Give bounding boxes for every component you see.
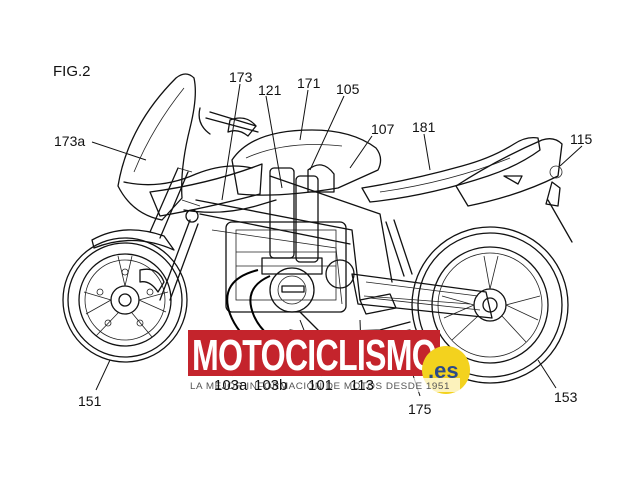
swing-arm <box>351 273 493 319</box>
label-121: 121 <box>258 82 282 98</box>
watermark-tagline: LA MEJOR INFORMACIÓN DE MOTOS DESDE 1951 <box>190 381 450 391</box>
seat <box>361 136 541 203</box>
label-103b: 103b <box>254 377 287 394</box>
rear-shock <box>385 219 413 277</box>
front-wheel <box>62 237 188 363</box>
label-105: 105 <box>336 81 360 97</box>
handlebar <box>198 107 259 137</box>
frame <box>195 175 393 305</box>
watermark: MOTOCICLISMO .es LA MEJOR INFORMACIÓN DE… <box>184 330 470 394</box>
tail-cowl <box>455 138 573 243</box>
front-fairing <box>117 73 277 223</box>
footrest <box>359 293 397 315</box>
watermark-banner <box>188 330 440 376</box>
reference-labels: 173 171 121 105 107 181 115 173a 151 153… <box>54 69 593 417</box>
watermark-tagline-bar <box>184 378 460 392</box>
front-fender <box>91 229 175 251</box>
front-fork <box>149 167 201 301</box>
intake-assembly <box>261 164 335 275</box>
label-173: 173 <box>229 69 253 85</box>
watermark-brand: MOTOCICLISMO <box>192 331 436 380</box>
label-171: 171 <box>297 75 321 91</box>
label-115: 115 <box>570 131 593 147</box>
label-151: 151 <box>78 393 102 409</box>
label-107: 107 <box>371 121 395 137</box>
label-173a: 173a <box>54 133 85 149</box>
label-153: 153 <box>554 389 578 405</box>
label-175: 175 <box>408 401 432 417</box>
label-113: 113 <box>350 377 374 394</box>
fuel-tank <box>231 129 382 196</box>
chain-guard <box>363 295 471 305</box>
figure-title: FIG.2 <box>53 63 91 80</box>
rear-wheel <box>411 226 569 384</box>
label-101: 101 <box>308 377 333 394</box>
label-181: 181 <box>412 119 436 135</box>
label-103a: 103a <box>214 377 248 394</box>
